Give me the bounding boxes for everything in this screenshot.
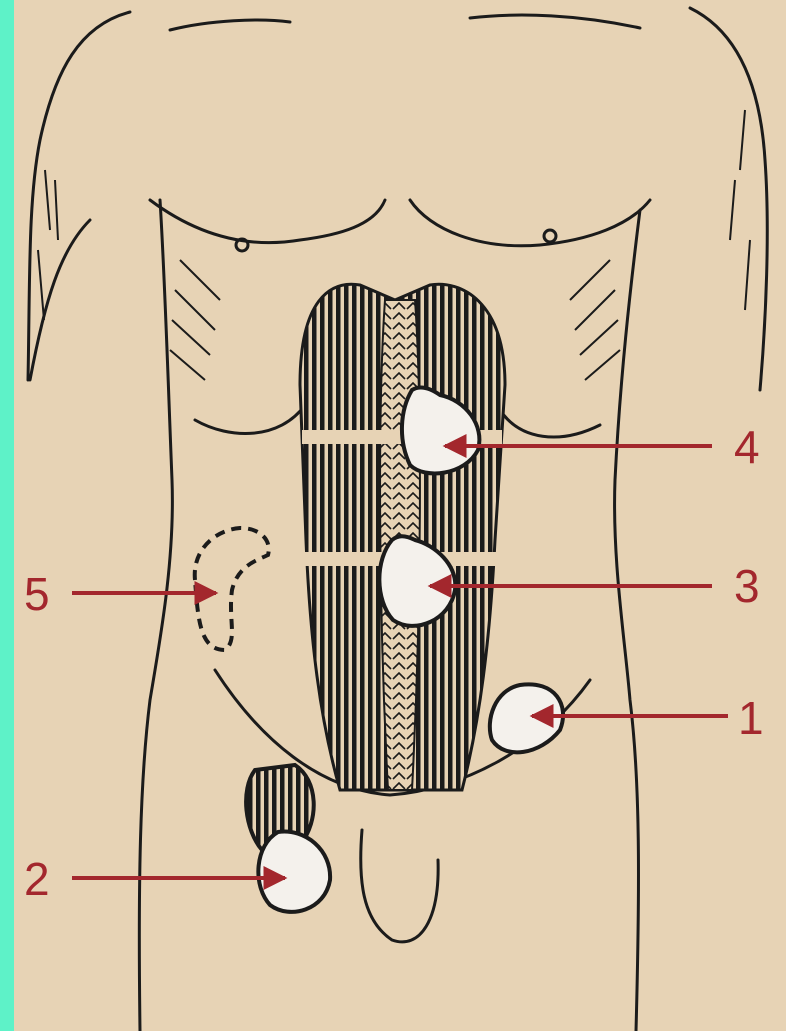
label-2: 2 <box>24 853 50 905</box>
label-4: 4 <box>734 421 760 473</box>
label-3: 3 <box>734 560 760 612</box>
label-5: 5 <box>24 568 50 620</box>
label-1: 1 <box>738 692 764 744</box>
